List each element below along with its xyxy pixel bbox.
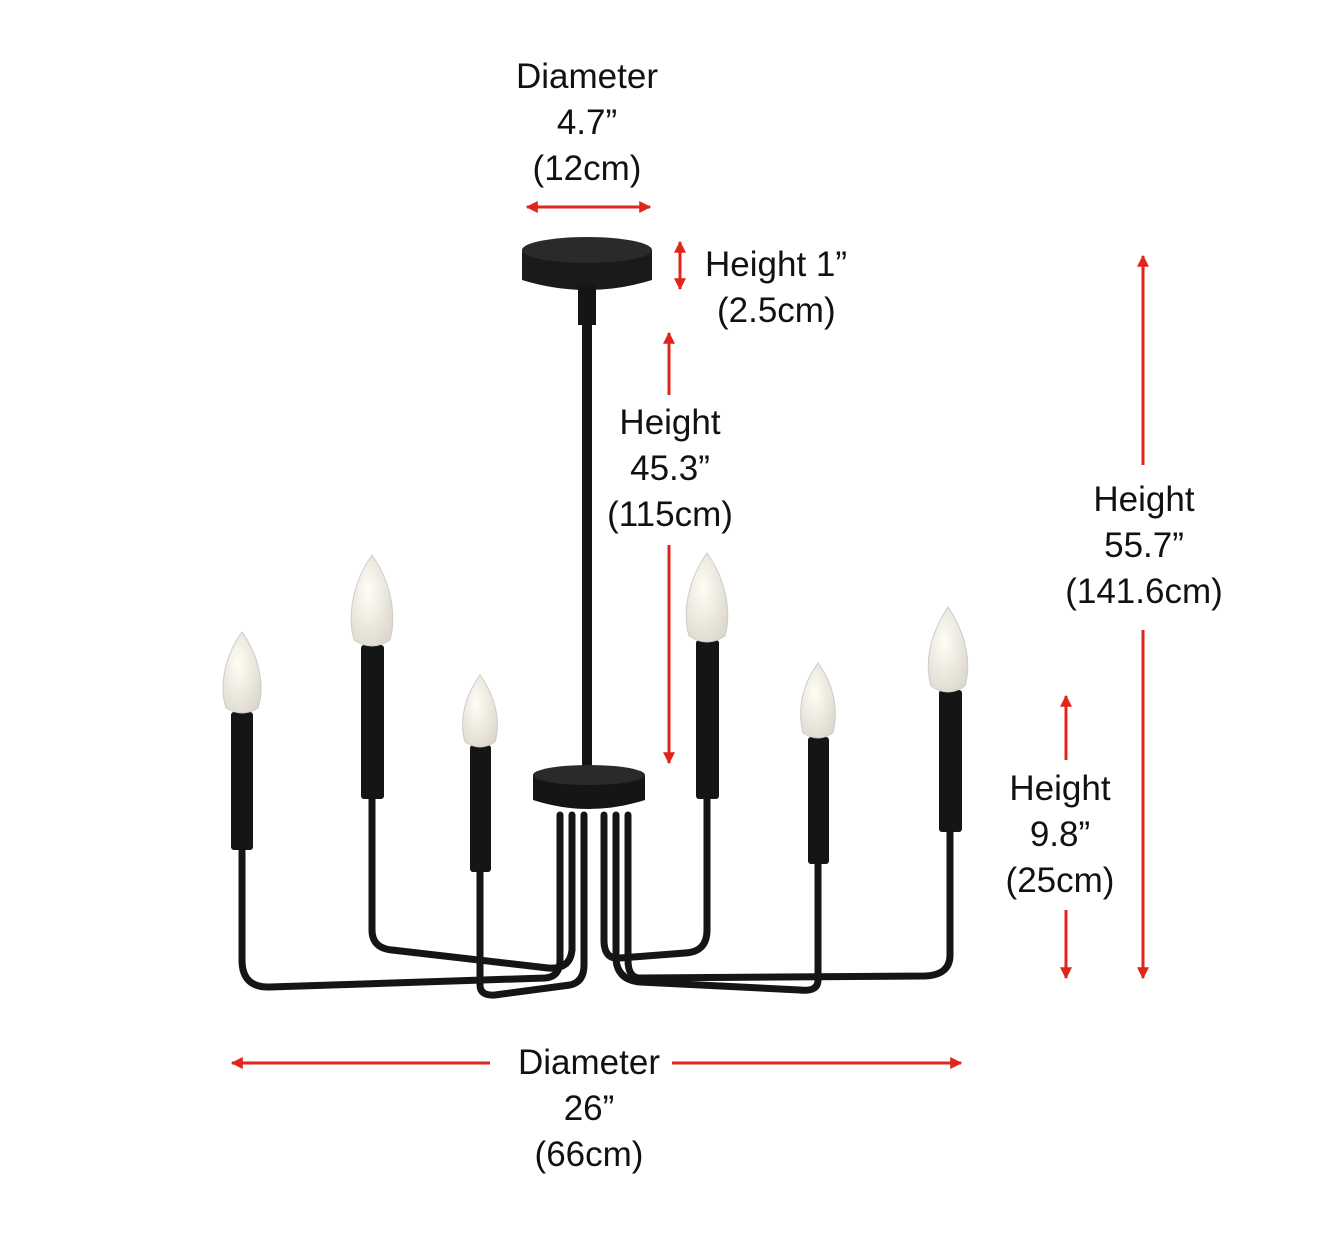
- label-imperial: 55.7”: [1104, 526, 1184, 565]
- dimension-arrows: [230, 201, 1149, 1069]
- arm: [612, 811, 822, 994]
- label-title: Diameter: [518, 1043, 660, 1082]
- arm: [600, 793, 711, 962]
- candle: [927, 606, 969, 832]
- label-title: Height: [619, 403, 721, 442]
- label-title: Height: [1009, 769, 1111, 808]
- label-title: Diameter: [516, 57, 658, 96]
- candles: [222, 552, 969, 872]
- label-imperial: 9.8”: [1029, 815, 1091, 854]
- body-height-label: Height 9.8” (25cm): [1006, 766, 1115, 904]
- candle: [685, 552, 729, 799]
- candle: [222, 631, 262, 850]
- candle: [800, 662, 836, 864]
- label-metric: (115cm): [607, 495, 733, 534]
- rod: [582, 280, 592, 770]
- label-title: Height 1”: [705, 245, 848, 284]
- label-metric: (2.5cm): [717, 291, 836, 330]
- arm: [624, 811, 954, 982]
- canopy-height-label: Height 1” (2.5cm): [705, 242, 847, 334]
- canopy: [522, 237, 652, 325]
- label-title: Height: [1093, 480, 1195, 519]
- chandelier: [238, 793, 954, 999]
- body-diameter-label: Diameter 26” (66cm): [518, 1040, 660, 1178]
- label-metric: (12cm): [532, 149, 642, 188]
- arm: [476, 811, 588, 999]
- total-height-label: Height 55.7” (141.6cm): [1065, 477, 1223, 615]
- label-imperial: 45.3”: [630, 449, 710, 488]
- candle: [462, 674, 498, 872]
- canopy-diameter-label: Diameter 4.7” (12cm): [516, 54, 658, 192]
- arm: [368, 793, 576, 972]
- hub: [533, 765, 645, 809]
- label-imperial: 26”: [563, 1089, 615, 1128]
- label-imperial: 4.7”: [556, 103, 618, 142]
- label-metric: (66cm): [534, 1135, 644, 1174]
- label-metric: (25cm): [1005, 861, 1115, 900]
- rod-height-label: Height 45.3” (115cm): [607, 400, 733, 538]
- label-metric: (141.6cm): [1065, 572, 1223, 611]
- candle: [350, 554, 394, 799]
